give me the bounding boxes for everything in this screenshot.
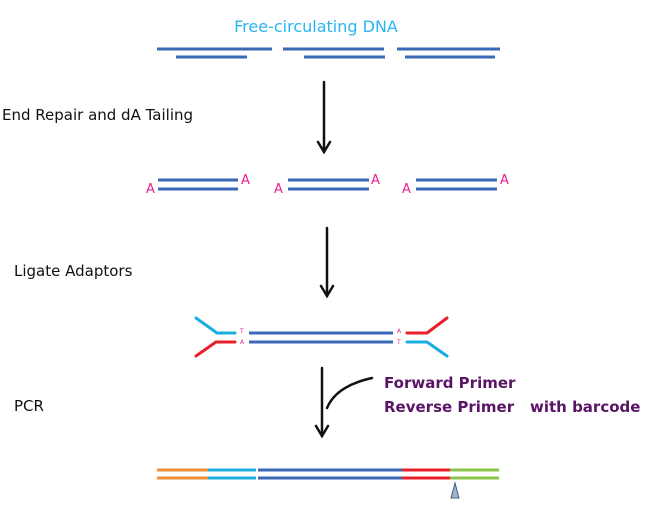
a-overhang-label: A: [146, 182, 155, 197]
a-overhang-label: A: [402, 182, 411, 197]
t-overhang-label: T: [239, 328, 244, 335]
a-overhang-label: A: [397, 328, 402, 335]
adaptor-left-bottom: [194, 340, 237, 358]
adaptor-left-top: [194, 316, 237, 335]
step-label-end-repair: End Repair and dA Tailing: [2, 106, 193, 124]
barcode-marker-icon: [450, 481, 460, 499]
down-arrow-icon: [316, 80, 332, 155]
pcr-product: [157, 468, 499, 480]
diagram-title: Free-circulating DNA: [234, 17, 398, 36]
a-overhang-label: A: [371, 173, 380, 188]
a-overhang-label: A: [500, 173, 509, 188]
t-overhang-label: T: [396, 339, 401, 346]
down-arrow-icon: [319, 226, 335, 299]
barcode-label: with barcode: [530, 398, 640, 416]
dna-fragments-unrepaired: [157, 47, 500, 59]
primer-addition-curve: [325, 376, 374, 410]
down-arrow-icon: [314, 366, 330, 439]
adaptor-right-top: [405, 316, 449, 335]
a-overhang-label: A: [241, 173, 250, 188]
forward-primer-label: Forward Primer: [384, 374, 516, 392]
step-label-ligate-adaptors: Ligate Adaptors: [14, 262, 133, 280]
a-overhang-label: A: [240, 339, 245, 346]
a-overhang-label: A: [274, 182, 283, 197]
dna-fragments-a-tailed: A A A A A A: [146, 173, 509, 197]
adaptor-ligated-fragment: T A A T: [194, 316, 449, 358]
adaptor-right-bottom: [405, 340, 449, 358]
reverse-primer-label: Reverse Primer: [384, 398, 515, 416]
step-label-pcr: PCR: [14, 397, 44, 415]
